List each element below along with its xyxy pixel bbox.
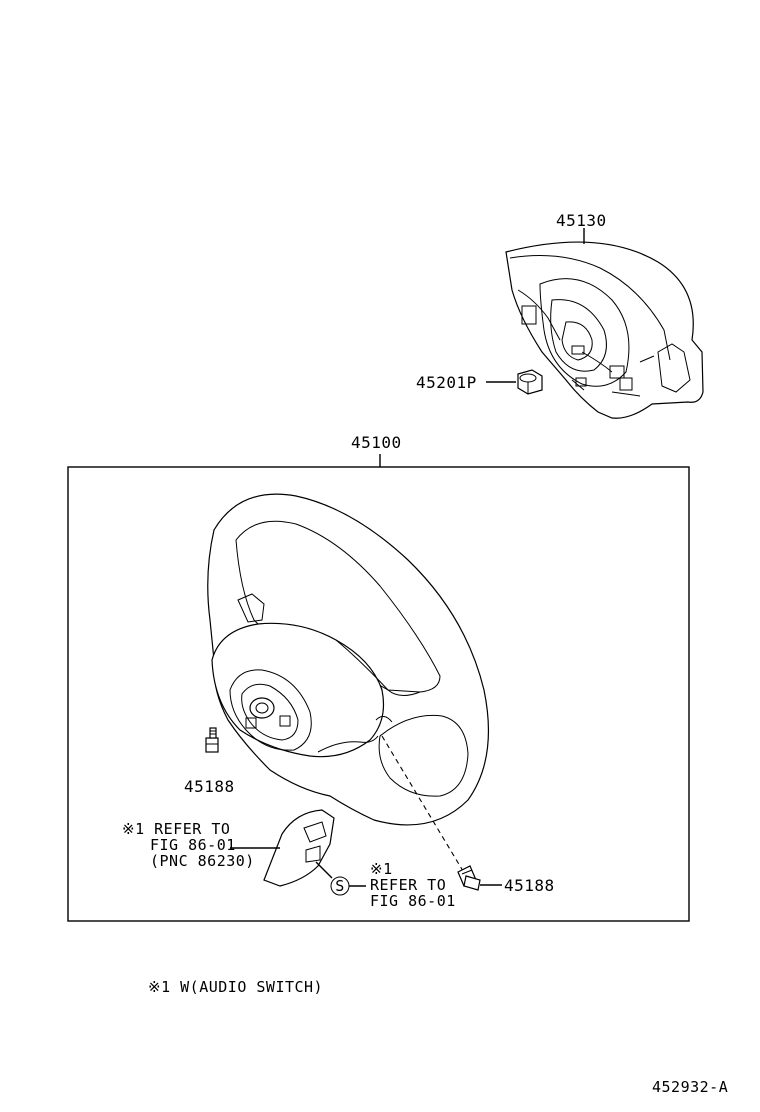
left-ref-line-3: (PNC 86230) (150, 852, 255, 870)
airbag-pad-illustration (505, 241, 704, 419)
nut-illustration (517, 369, 543, 395)
diagram-code: 452932-A (652, 1078, 728, 1096)
part-label-45100: 45100 (351, 433, 402, 452)
assembly-frame (67, 466, 690, 922)
part-label-45188-left: 45188 (184, 777, 235, 796)
part-label-45201P: 45201P (416, 373, 477, 392)
left-ref-line-1: ※1 REFER TO (122, 820, 230, 838)
screw-left-illustration (205, 727, 219, 753)
right-ref-line-2: REFER TO (370, 876, 446, 894)
footnote: ※1 W(AUDIO SWITCH) (148, 978, 323, 996)
s-symbol: S (335, 877, 345, 895)
leader-audio-switch-2 (315, 861, 333, 879)
audio-switch-illustration (263, 809, 335, 887)
dashed-assembly-line (381, 735, 467, 877)
right-ref-line-3: FIG 86-01 (370, 892, 456, 910)
screw-right-illustration (457, 865, 481, 891)
steering-wheel-illustration (207, 493, 489, 826)
part-label-45188-right: 45188 (504, 876, 555, 895)
left-ref-line-2: FIG 86-01 (150, 836, 236, 854)
right-ref-line-1: ※1 (370, 860, 393, 878)
part-label-45130: 45130 (556, 211, 607, 230)
